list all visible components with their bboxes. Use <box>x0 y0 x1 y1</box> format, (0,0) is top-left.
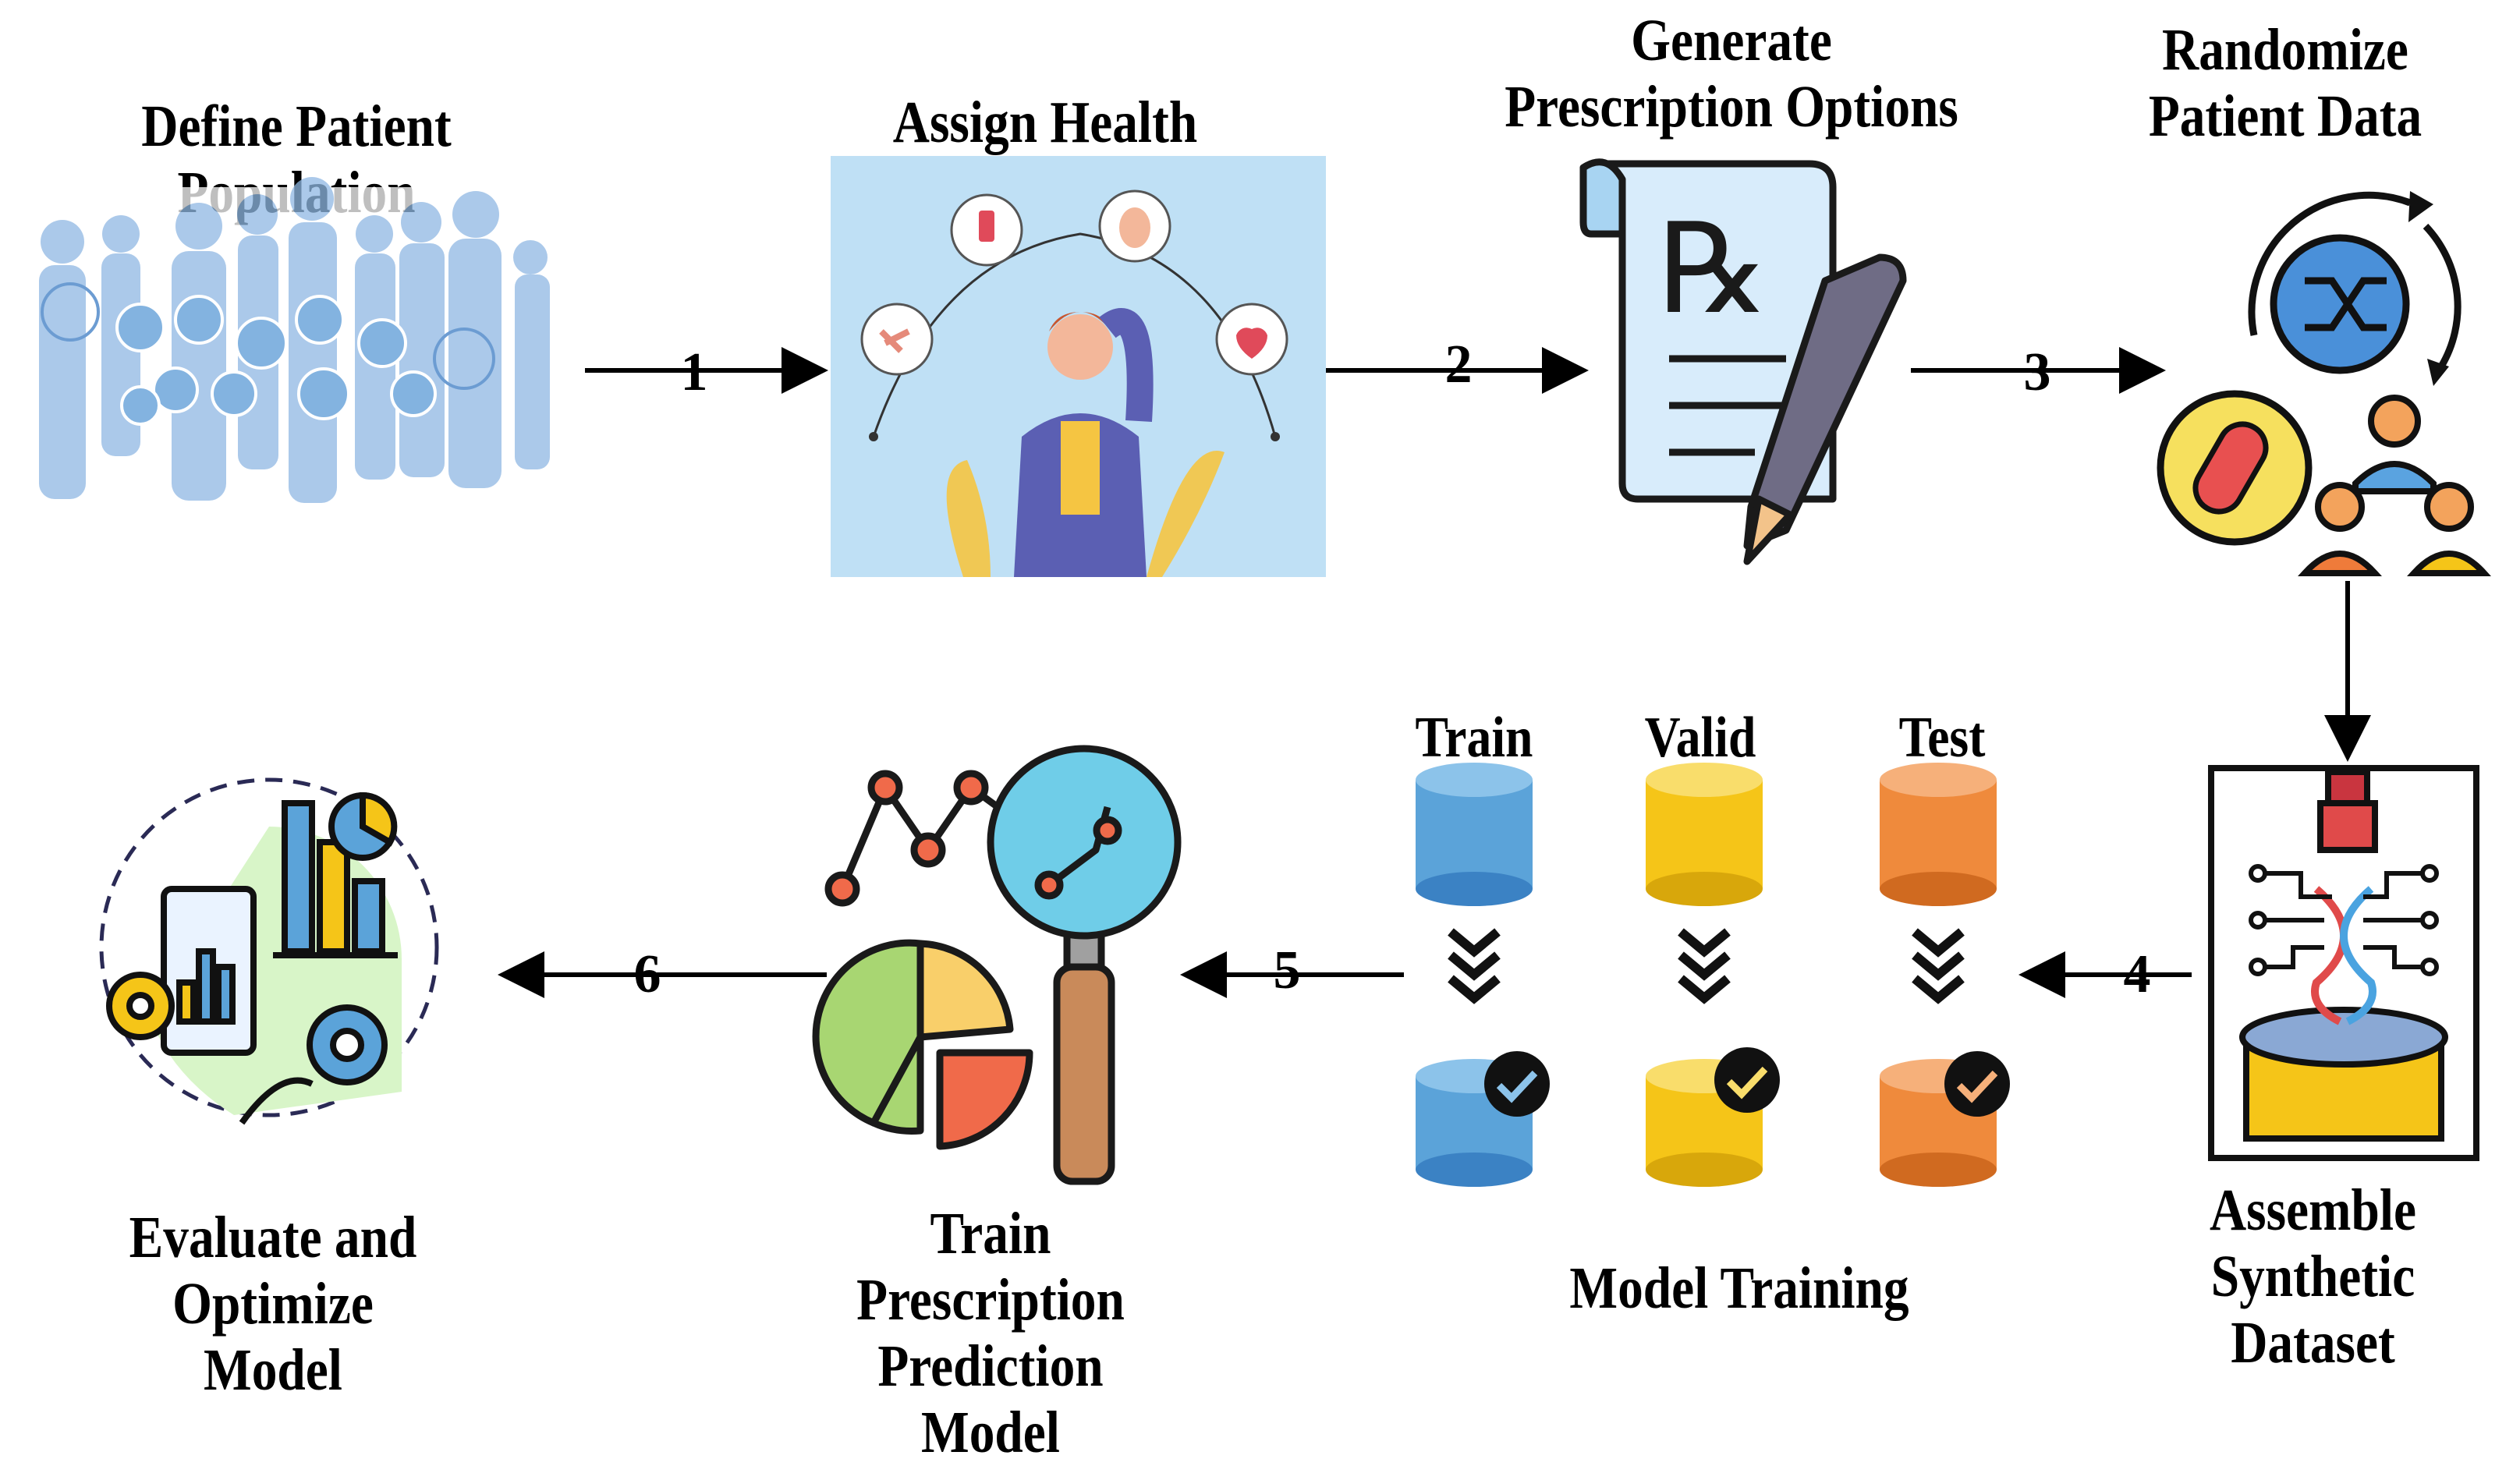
prediction-model-icon <box>812 745 1182 1185</box>
patient-population-illustration <box>16 177 562 515</box>
label-model-training: Model Training <box>1569 1255 1909 1321</box>
test-checked-db-icon <box>1880 1051 2010 1187</box>
label-randomize-data: Randomize Patient Data <box>2148 17 2423 150</box>
training-databases <box>1416 763 2010 1187</box>
split-valid-label: Valid <box>1644 706 1756 770</box>
people-hierarchy-icon <box>2298 395 2491 576</box>
label-assemble-dataset: Assemble Synthetic Dataset <box>2209 1177 2417 1376</box>
train-db-icon <box>1416 763 1533 906</box>
test-db-icon <box>1880 763 1997 906</box>
diagram-graphics: ℞ <box>16 156 2491 1187</box>
train-checked-db-icon <box>1416 1051 1550 1187</box>
prescription-icon <box>1579 158 1907 565</box>
split-train-label: Train <box>1415 706 1533 770</box>
dataset-assembly-icon <box>2208 765 2479 1161</box>
valid-checked-db-icon <box>1646 1047 1780 1187</box>
shuffle-icon <box>2270 234 2410 374</box>
health-conditions-panel <box>831 156 1326 577</box>
randomize-icon <box>2157 191 2491 576</box>
test-chevrons-icon <box>1912 928 1965 1004</box>
flow-arrows <box>498 347 2371 998</box>
train-chevrons-icon <box>1448 928 1501 1004</box>
label-generate-prescription: Generate Prescription Options <box>1505 8 1958 140</box>
split-test-label: Test <box>1898 706 1986 770</box>
arrow-number-5: 5 <box>1264 940 1310 1002</box>
rx-symbol: ℞ <box>1657 200 1769 339</box>
arrow-number-2: 2 <box>1435 334 1482 396</box>
valid-chevrons-icon <box>1678 928 1731 1004</box>
evaluate-model-icon <box>99 777 439 1125</box>
valid-db-icon <box>1646 763 1763 906</box>
